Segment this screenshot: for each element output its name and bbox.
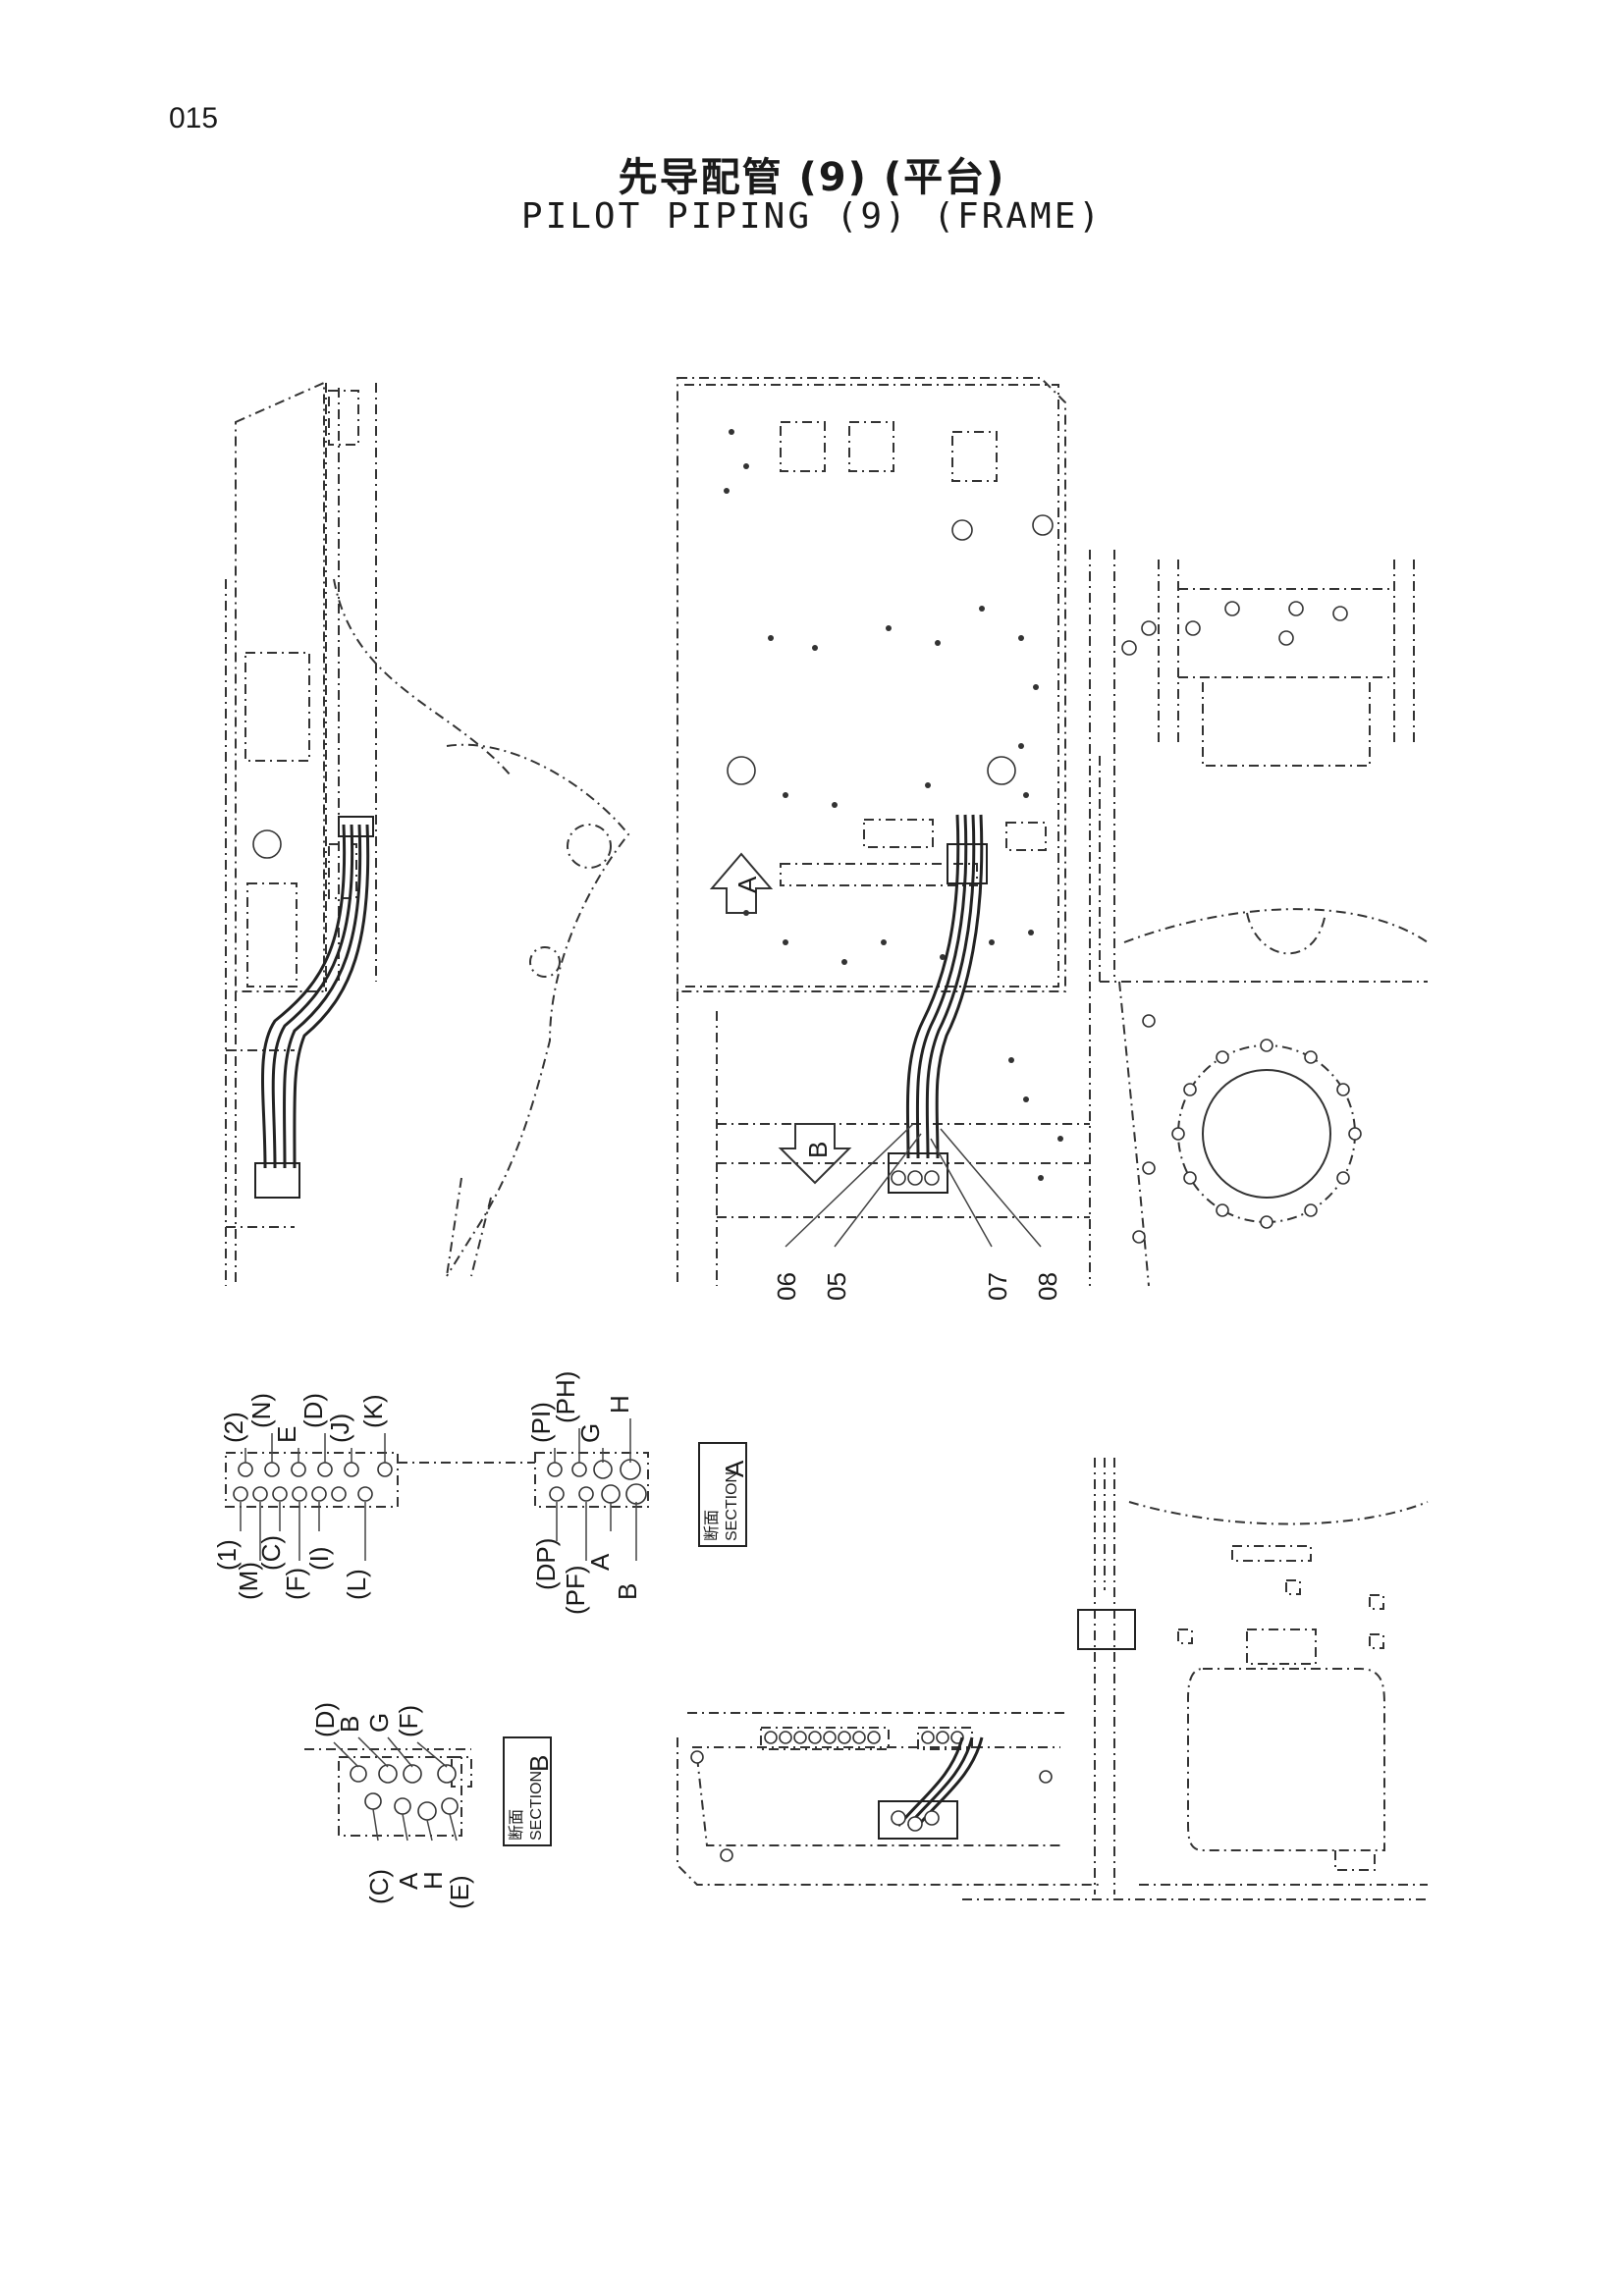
section-b-bottom-labels: (C) A H (E): [364, 1869, 474, 1909]
svg-text:(1): (1): [212, 1539, 242, 1571]
section-a: (2) (N) E (D) (J) (K) (1) (M) (C) (F) (I…: [212, 1371, 749, 1615]
bearing-bolt-circle: [1171, 1039, 1362, 1229]
section-a-label: 断面 SECTION A: [698, 1442, 749, 1547]
plate-bolt-holes: [724, 429, 1063, 1181]
callout-08: 08: [1033, 1272, 1062, 1301]
section-b-port-row: [350, 1764, 459, 1821]
svg-text:(DP): (DP): [531, 1538, 561, 1590]
title-chinese: 先导配管 (9) (平台): [618, 155, 1006, 200]
svg-text:(K): (K): [358, 1394, 388, 1428]
section-a-port-row: [233, 1459, 647, 1505]
svg-text:(C): (C): [364, 1869, 394, 1904]
svg-text:(N): (N): [246, 1393, 276, 1428]
svg-text:SECTION: SECTION: [528, 1771, 545, 1841]
svg-text:(L): (L): [342, 1569, 371, 1600]
svg-text:断面: 断面: [703, 1510, 721, 1541]
svg-text:(PI): (PI): [526, 1402, 556, 1443]
svg-text:G: G: [364, 1713, 394, 1733]
svg-text:A: A: [585, 1553, 615, 1571]
svg-text:断面: 断面: [508, 1809, 525, 1841]
svg-text:E: E: [272, 1426, 301, 1443]
section-b-label: 断面 SECTION B: [503, 1736, 554, 1846]
callout-07: 07: [983, 1272, 1012, 1301]
svg-text:B: B: [335, 1716, 364, 1733]
right-frame-view: [1089, 550, 1429, 1287]
title-english: PILOT PIPING (9) (FRAME): [520, 196, 1104, 237]
svg-text:(C): (C): [256, 1535, 286, 1571]
svg-text:(I): (I): [304, 1546, 334, 1571]
svg-text:SECTION: SECTION: [724, 1471, 740, 1541]
svg-text:H: H: [605, 1395, 634, 1414]
callout-06: 06: [772, 1272, 801, 1301]
svg-text:A: A: [720, 1460, 749, 1477]
section-a-bottom-right-labels: (DP) (PF) A B: [531, 1538, 642, 1615]
callout-05: 05: [822, 1272, 851, 1301]
section-a-top-right-labels: (PI) (PH) G H: [526, 1371, 634, 1443]
left-side-view: [225, 381, 630, 1286]
svg-text:(E): (E): [445, 1875, 474, 1909]
svg-text:A: A: [394, 1872, 423, 1890]
svg-text:B: B: [803, 1142, 833, 1158]
svg-text:(D): (D): [298, 1393, 328, 1428]
rear-view-bolt-row: [764, 1731, 964, 1744]
svg-text:(2): (2): [219, 1412, 248, 1443]
section-b: (D) B G (F) (C) A H (E) 断面 SECTION B: [304, 1702, 554, 1909]
svg-text:A: A: [732, 876, 762, 893]
section-b-top-labels: (D) B G (F): [310, 1702, 423, 1737]
svg-text:(M): (M): [234, 1562, 263, 1600]
view-arrow-b: B: [778, 1123, 852, 1185]
svg-text:(F): (F): [281, 1568, 310, 1600]
center-plan-view: A B 06 05 07 08: [677, 377, 1090, 1301]
svg-text:(F): (F): [394, 1705, 423, 1737]
section-a-top-left-labels: (2) (N) E (D) (J) (K): [219, 1393, 388, 1443]
svg-text:(PH): (PH): [551, 1371, 580, 1423]
svg-text:G: G: [575, 1423, 605, 1443]
svg-text:(J): (J): [325, 1414, 354, 1443]
svg-text:H: H: [418, 1871, 448, 1890]
section-a-bottom-left-labels: (1) (M) (C) (F) (I) (L): [212, 1535, 371, 1600]
page-number: 015: [169, 102, 219, 134]
bottom-right-rear-view: [677, 1458, 1429, 1900]
svg-text:(D): (D): [310, 1702, 340, 1737]
view-arrow-a: A: [709, 852, 774, 914]
svg-text:(PF): (PF): [561, 1565, 590, 1615]
svg-text:B: B: [524, 1755, 554, 1772]
svg-text:B: B: [613, 1583, 642, 1600]
